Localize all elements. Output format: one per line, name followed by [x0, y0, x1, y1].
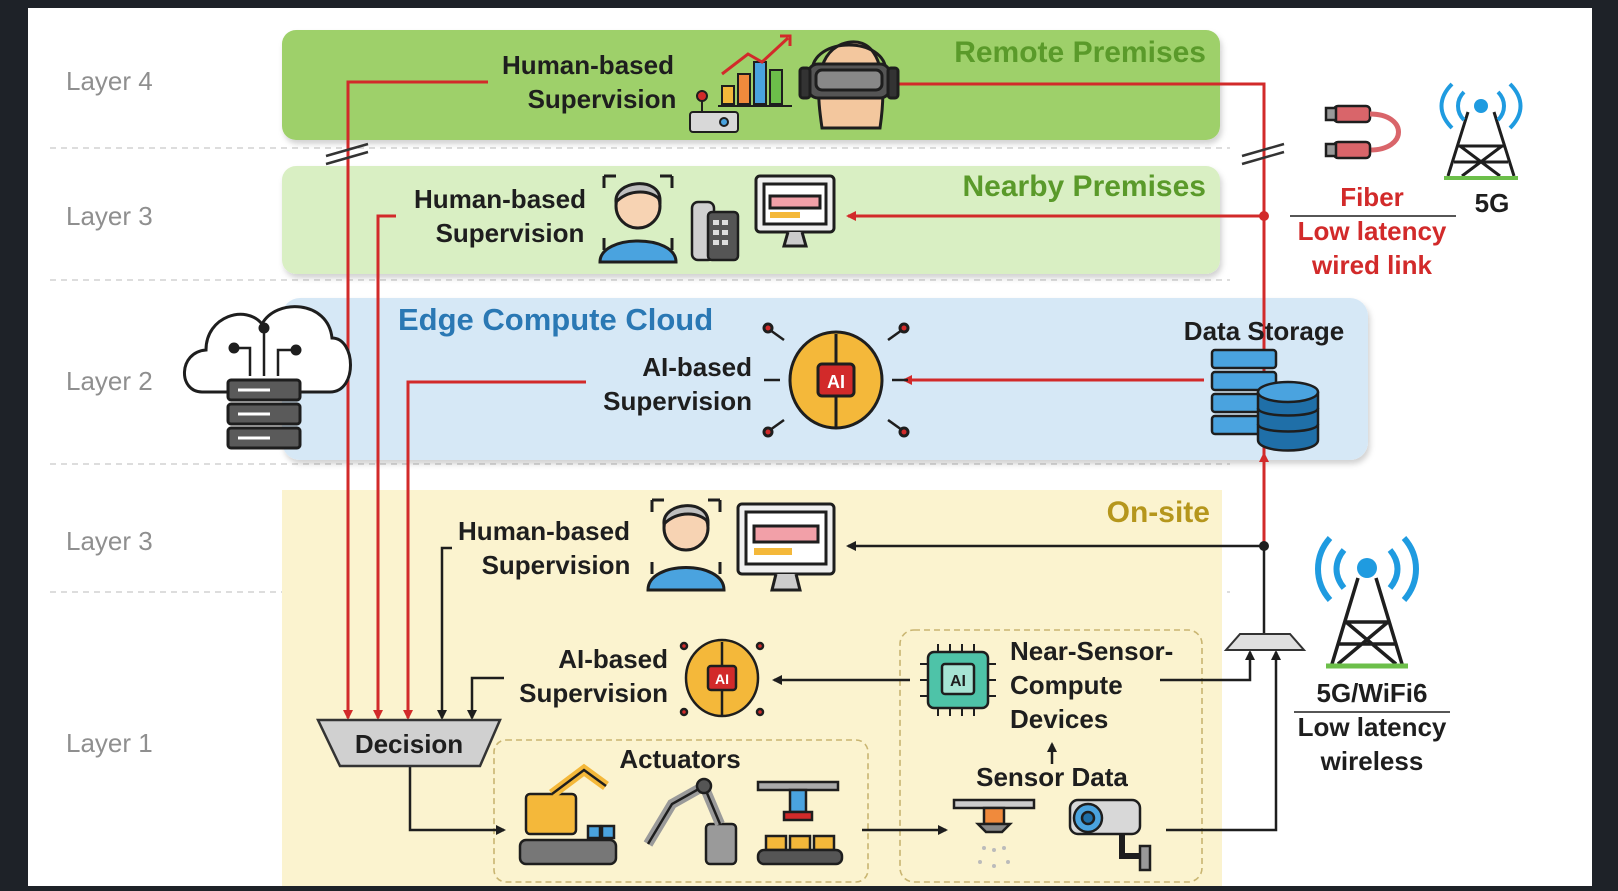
svg-text:Human-based: Human-based [502, 50, 674, 80]
onsite-ai-supervision-label: AI-based Supervision [519, 644, 668, 708]
sensor-to-mux [1166, 650, 1281, 832]
ai-chip-text: AI [827, 372, 845, 392]
ceiling-sensor-icon [952, 798, 1036, 868]
security-camera-icon [1068, 798, 1152, 872]
near-sensor-chip-text: AI [950, 673, 966, 690]
wireless-link-label: 5G/WiFi6 Low latency wireless [1294, 678, 1450, 776]
decision-block: Decision [316, 718, 502, 768]
svg-text:Fiber: Fiber [1340, 182, 1404, 212]
nearby-supervision-label: Human-based Supervision [414, 184, 586, 248]
onsite-person-icon [646, 498, 726, 592]
remote-supervision-label: Human-based Supervision [502, 50, 676, 114]
junction-onsite [1259, 541, 1269, 551]
monitor-icon [754, 174, 836, 248]
svg-text:Devices: Devices [1010, 704, 1108, 734]
layer-3-top-label: Layer 3 [66, 201, 153, 231]
svg-text:Supervision: Supervision [528, 84, 677, 114]
nearby-premises-title: Nearby Premises [963, 170, 1207, 203]
onsite-human-supervision-label: Human-based Supervision [458, 516, 630, 580]
vr-headset-icon [798, 40, 900, 130]
onsite-human-to-decision [437, 546, 452, 720]
layer-3-bottom-label: Layer 3 [66, 526, 153, 556]
svg-text:AI-based: AI-based [558, 644, 668, 674]
decision-label: Decision [355, 729, 463, 759]
sensor-data-label: Sensor Data [976, 762, 1128, 792]
onsite-ai-chip-text: AI [715, 671, 729, 687]
svg-text:Near-Sensor-: Near-Sensor- [1010, 636, 1173, 666]
onsite-ai-brain-icon: AI [679, 638, 765, 718]
layer-1-label: Layer 1 [66, 728, 153, 758]
fiber-link-label: Fiber Low latency wired link [1290, 182, 1456, 280]
conveyor-press-icon [756, 780, 844, 866]
svg-text:Supervision: Supervision [519, 678, 668, 708]
svg-text:Human-based: Human-based [414, 184, 586, 214]
database-server-icon [1210, 348, 1320, 452]
5g-label: 5G [1475, 188, 1510, 218]
remote-premises-title: Remote Premises [954, 36, 1206, 69]
bar-chart-icon [718, 34, 792, 107]
decision-to-actuators [408, 762, 506, 835]
svg-text:AI-based: AI-based [642, 352, 752, 382]
robot-arm-icon [518, 763, 618, 866]
svg-text:5G/WiFi6: 5G/WiFi6 [1316, 678, 1427, 708]
ai-chip-icon: AI [920, 644, 996, 716]
onsite-ai-to-decision [467, 676, 504, 720]
svg-text:Human-based: Human-based [458, 516, 630, 546]
cloud-server-icon [183, 305, 352, 450]
svg-text:Low latency: Low latency [1298, 216, 1447, 246]
network-mux [1223, 633, 1307, 651]
near-sensor-to-mux [1160, 650, 1255, 682]
junction-nearby [1259, 211, 1269, 221]
layer-2-label: Layer 2 [66, 366, 153, 396]
joystick-icon [689, 90, 739, 133]
svg-text:Low latency: Low latency [1298, 712, 1447, 742]
svg-text:wireless: wireless [1320, 746, 1424, 776]
svg-text:Supervision: Supervision [436, 218, 585, 248]
layer-4-label: Layer 4 [66, 66, 153, 96]
wireless-tower-icon [1315, 536, 1419, 669]
supervisor-person-icon [598, 174, 678, 264]
black-connections [408, 541, 1281, 835]
onsite-title: On-site [1107, 496, 1210, 529]
onsite-monitor-icon [736, 502, 836, 592]
remote-to-decision [343, 80, 488, 720]
break-marks [325, 142, 1285, 166]
desk-phone-icon [690, 200, 740, 262]
svg-text:Compute: Compute [1010, 670, 1123, 700]
svg-text:Supervision: Supervision [603, 386, 752, 416]
svg-text:wired link: wired link [1311, 250, 1432, 280]
actuators-group-box [493, 739, 869, 883]
nearby-to-decision [373, 214, 396, 720]
actuators-label: Actuators [619, 744, 740, 774]
data-storage-label: Data Storage [1184, 316, 1344, 346]
svg-text:Supervision: Supervision [482, 550, 631, 580]
fiber-cable-icon [1324, 104, 1401, 160]
ai-brain-icon: AI [762, 322, 910, 438]
nearby-premises-zone [282, 166, 1220, 274]
edge-compute-title: Edge Compute Cloud [398, 302, 713, 337]
cell-tower-icon [1439, 82, 1523, 180]
edge-to-decision [403, 380, 586, 720]
near-sensor-compute-label: Near-Sensor- Compute Devices [1010, 636, 1173, 734]
edge-ai-supervision-label: AI-based Supervision [603, 352, 752, 416]
robotic-gripper-icon [643, 777, 738, 866]
